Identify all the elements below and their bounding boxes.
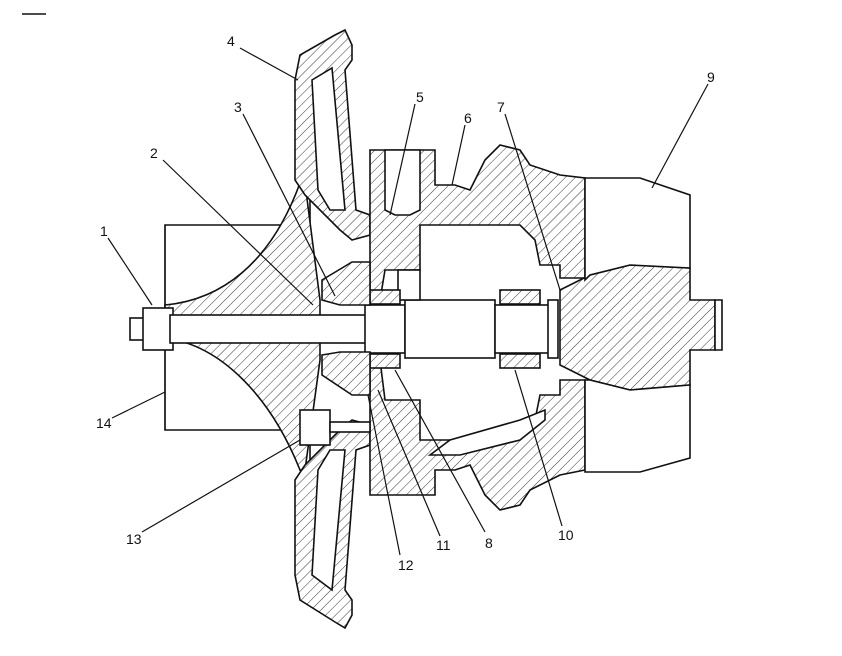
label-11: 11: [436, 537, 451, 553]
center-housing: [369, 144, 586, 511]
part-labels: 1 2 3 4 5 6 7 8 9 10 11 12 13 14: [96, 33, 715, 573]
label-6: 6: [464, 110, 472, 126]
label-12: 12: [398, 557, 414, 573]
label-10: 10: [558, 527, 574, 543]
journal-bearings: [369, 289, 541, 369]
label-14: 14: [96, 415, 112, 431]
label-4: 4: [227, 33, 235, 49]
shaft-assembly: [129, 299, 559, 359]
label-13: 13: [126, 531, 142, 547]
turbine-wheel: [559, 177, 723, 473]
label-1: 1: [100, 223, 108, 239]
label-2: 2: [150, 145, 158, 161]
leader-lines: [107, 47, 709, 556]
label-3: 3: [234, 99, 242, 115]
label-9: 9: [707, 69, 715, 85]
label-5: 5: [416, 89, 424, 105]
thrust-seal-group: [299, 261, 371, 446]
label-7: 7: [497, 99, 505, 115]
label-8: 8: [485, 535, 493, 551]
